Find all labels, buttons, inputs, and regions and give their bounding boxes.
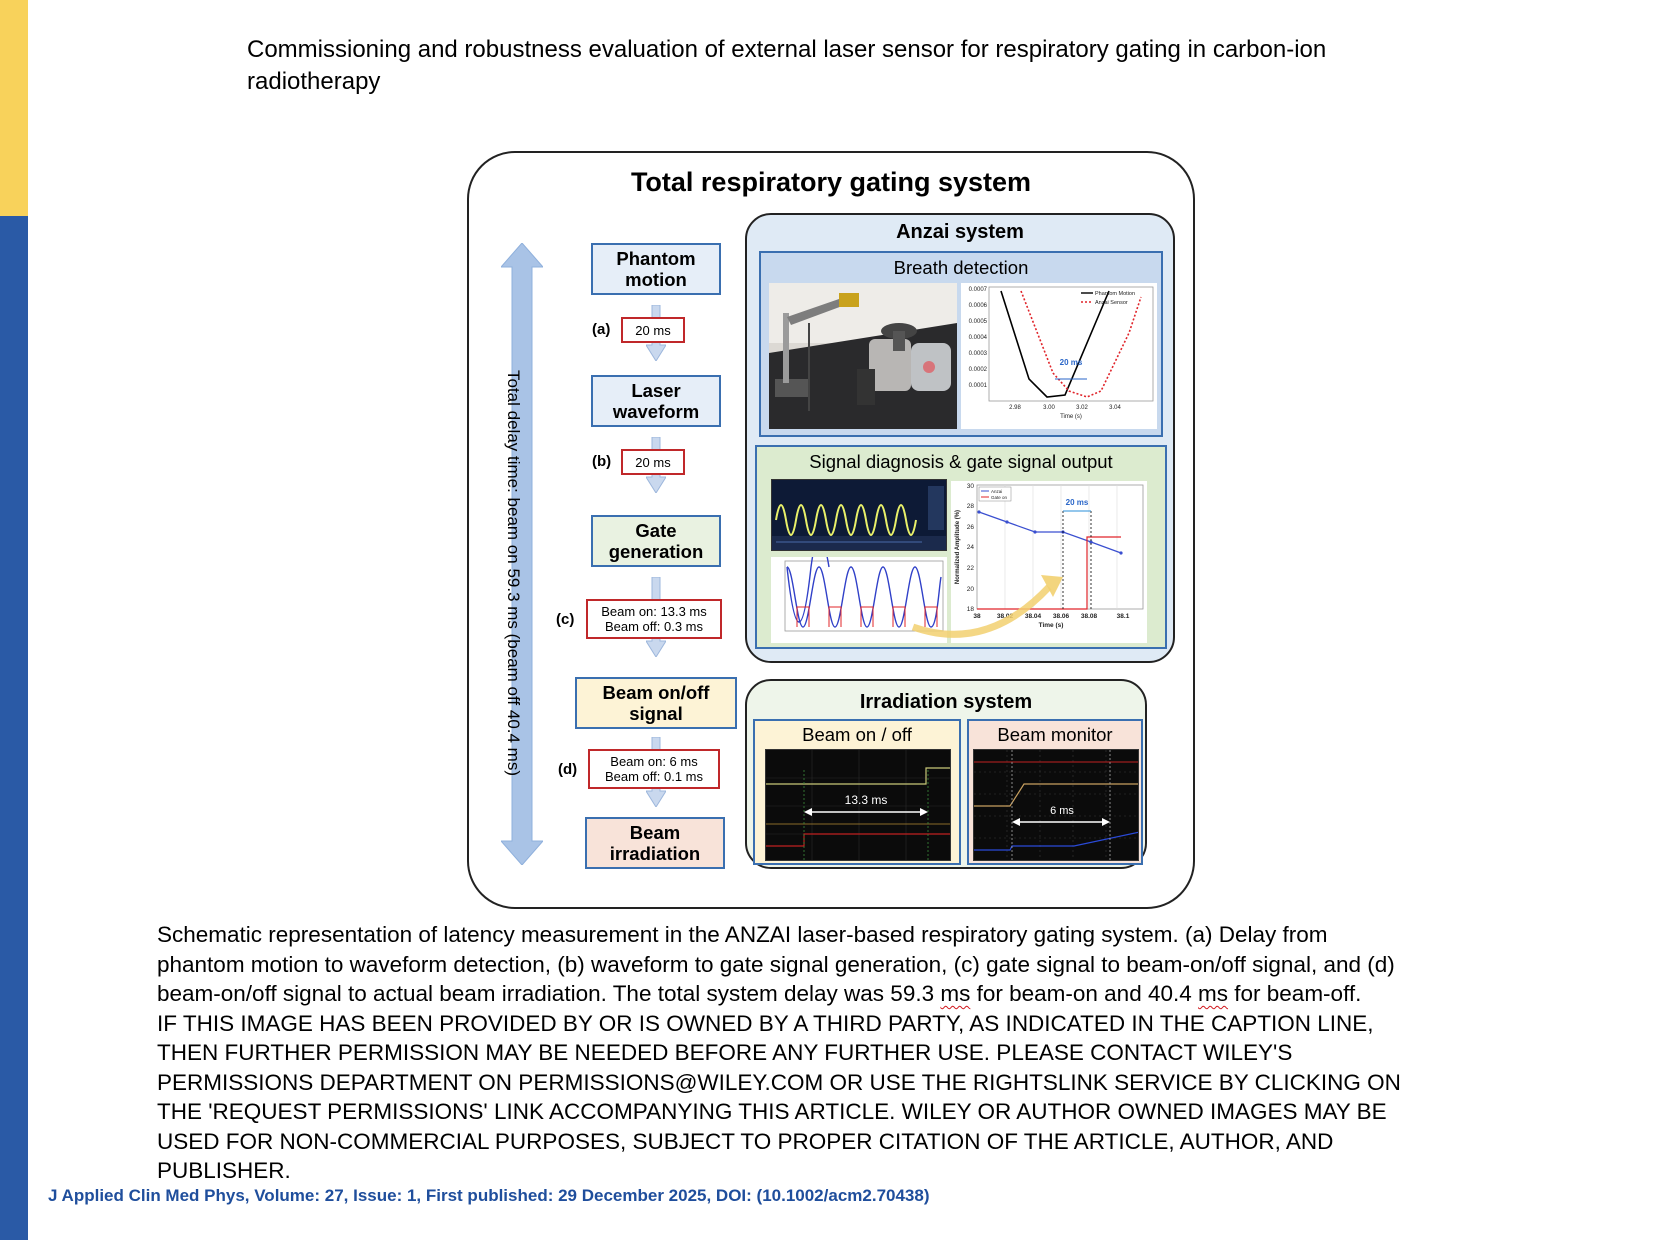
irradiation-system-panel: Irradiation system Beam on / off xyxy=(745,679,1147,869)
delay-label-c: (c) xyxy=(556,611,575,628)
delay-label-a: (a) xyxy=(592,321,611,338)
caption-line: phantom motion to waveform detection, (b… xyxy=(157,951,1395,977)
gate-ytick: 26 xyxy=(967,524,975,531)
delay-box-a: 20 ms xyxy=(621,317,685,343)
breath-xtick: 2.98 xyxy=(1009,405,1021,411)
gate-xtick: 38.06 xyxy=(1053,613,1070,620)
anzai-amplitude-line xyxy=(978,511,1122,554)
gate-ylabel: Normalized Amplitude (%) xyxy=(955,510,961,584)
gate-ytick: 28 xyxy=(967,503,975,510)
figure-diagram: Total respiratory gating system Total de… xyxy=(467,151,1195,909)
total-delay-label: Total delay time: beam on 59.3 ms (beam … xyxy=(504,370,523,776)
breath-ytick: 0.0003 xyxy=(969,351,988,357)
waveform-monitor-screen xyxy=(771,479,947,551)
beam-monitor-annotation: 6 ms xyxy=(1050,805,1074,817)
breath-ytick: 0.0006 xyxy=(969,303,988,309)
breath-legend-anzai: Anzai Sensor xyxy=(1095,300,1128,306)
caption-line: THE 'REQUEST PERMISSIONS' LINK ACCOMPANY… xyxy=(157,1099,1387,1124)
caption-text: beam-on/off signal to actual beam irradi… xyxy=(157,981,941,1006)
delay-box-b: 20 ms xyxy=(621,449,685,475)
breath-legend-phantom: Phantom Motion xyxy=(1095,291,1135,297)
phantom-setup-photo xyxy=(769,283,957,429)
beam-onoff-title: Beam on / off xyxy=(802,724,912,745)
gate-xtick: 38.08 xyxy=(1081,613,1098,620)
breath-ytick: 0.0001 xyxy=(969,383,988,389)
anzai-title: Anzai system xyxy=(896,221,1024,243)
step-beam-irradiation: Beam irradiation xyxy=(585,817,725,869)
caption-line: beam-on/off signal to actual beam irradi… xyxy=(157,979,1557,1009)
breath-xtick: 3.00 xyxy=(1043,405,1055,411)
beam-monitor-panel: Beam monitor 6 ms xyxy=(967,719,1143,865)
beam-onoff-annotation: 13.3 ms xyxy=(845,793,888,807)
gate-legend-anzai: Anzai xyxy=(991,489,1002,494)
gate-legend-gate-on: Gate on xyxy=(991,495,1008,500)
breath-detection-title: Breath detection xyxy=(893,257,1029,278)
gate-ytick: 18 xyxy=(967,606,975,613)
irradiation-title: Irradiation system xyxy=(859,691,1033,713)
article-title: Commissioning and robustness evaluation … xyxy=(247,36,1327,95)
gate-on-line xyxy=(977,536,1121,610)
gate-delay-annotation: 20 ms xyxy=(1066,498,1089,507)
delay-label-b: (b) xyxy=(592,453,612,470)
gate-ytick: 30 xyxy=(967,483,975,490)
caption-line: THEN FURTHER PERMISSION MAY BE NEEDED BE… xyxy=(157,1040,1293,1065)
delay-label-d: (d) xyxy=(558,761,578,778)
curved-arrow-icon xyxy=(911,575,1063,638)
sidebar-accent-blue xyxy=(0,216,28,1240)
gate-xtick: 38 xyxy=(973,613,981,620)
breath-ytick: 0.0005 xyxy=(969,319,988,325)
caption-line: Schematic representation of latency meas… xyxy=(157,922,1328,947)
sidebar-accent-yellow xyxy=(0,0,28,216)
gate-xtick: 38.04 xyxy=(1025,613,1042,620)
breath-ytick: 0.0007 xyxy=(969,287,988,293)
figure-caption: Schematic representation of latency meas… xyxy=(157,920,1557,1186)
anzai-sensor-line xyxy=(1020,290,1142,398)
beam-onoff-panel: Beam on / off 13.3 ms xyxy=(753,719,961,865)
step-gate-generation: Gate generation xyxy=(591,515,721,567)
figure-title: Total respiratory gating system xyxy=(630,167,1032,197)
delay-box-d: Beam on: 6 ms Beam off: 0.1 ms xyxy=(588,749,720,789)
breath-detection-panel: Breath detection xyxy=(759,251,1163,437)
beam-monitor-title: Beam monitor xyxy=(997,724,1113,745)
caption-text: for beam-off. xyxy=(1228,981,1362,1006)
anzai-system-panel: Anzai system Breath detection xyxy=(745,213,1175,663)
breath-delay-annotation: 20 ms xyxy=(1060,358,1083,367)
breath-ytick: 0.0002 xyxy=(969,367,988,373)
caption-line: USED FOR NON-COMMERCIAL PURPOSES, SUBJEC… xyxy=(157,1128,1334,1154)
gate-xtick: 38.02 xyxy=(997,613,1014,620)
breath-xtick: 3.02 xyxy=(1076,405,1088,411)
signal-diagnosis-title: Signal diagnosis & gate signal output xyxy=(809,451,1113,472)
beam-monitor-scope: 6 ms xyxy=(973,749,1139,861)
citation-footer: J Applied Clin Med Phys, Volume: 27, Iss… xyxy=(48,1186,930,1205)
step-phantom-motion: Phantom motion xyxy=(591,243,721,295)
breath-xtick: 3.04 xyxy=(1109,405,1121,411)
caption-text: for beam-on and 40.4 xyxy=(970,981,1199,1006)
gate-ytick: 24 xyxy=(967,544,975,551)
breath-xlabel: Time (s) xyxy=(1060,414,1082,420)
signal-diagnosis-panel: Signal diagnosis & gate signal output xyxy=(755,445,1167,649)
gate-signal-chart: 30 28 26 24 22 20 18 38 38.02 38.04 38.0… xyxy=(951,481,1147,643)
spellcheck-word: ms xyxy=(940,981,971,1006)
double-arrow-icon xyxy=(501,243,543,865)
gate-xlabel: Time (s) xyxy=(1039,622,1064,629)
spellcheck-word: ms xyxy=(1198,981,1229,1006)
breath-detection-chart: 0.0007 0.0006 0.0005 0.0004 0.0003 0.000… xyxy=(961,283,1157,429)
step-beam-onoff-signal: Beam on/off signal xyxy=(575,677,737,729)
caption-line: IF THIS IMAGE HAS BEEN PROVIDED BY OR IS… xyxy=(157,1010,1374,1036)
delay-box-c: Beam on: 13.3 ms Beam off: 0.3 ms xyxy=(586,599,722,639)
caption-line: PERMISSIONS DEPARTMENT ON PERMISSIONS@WI… xyxy=(157,1069,1401,1095)
caption-line: PUBLISHER. xyxy=(157,1158,291,1183)
beam-onoff-scope: 13.3 ms xyxy=(765,749,951,861)
breath-ytick: 0.0004 xyxy=(969,335,988,341)
phantom-motion-line xyxy=(1000,290,1110,398)
gate-xtick: 38.1 xyxy=(1117,613,1130,620)
step-laser-waveform: Laser waveform xyxy=(591,375,721,427)
gate-ytick: 20 xyxy=(967,586,975,593)
gate-ytick: 22 xyxy=(967,565,975,572)
